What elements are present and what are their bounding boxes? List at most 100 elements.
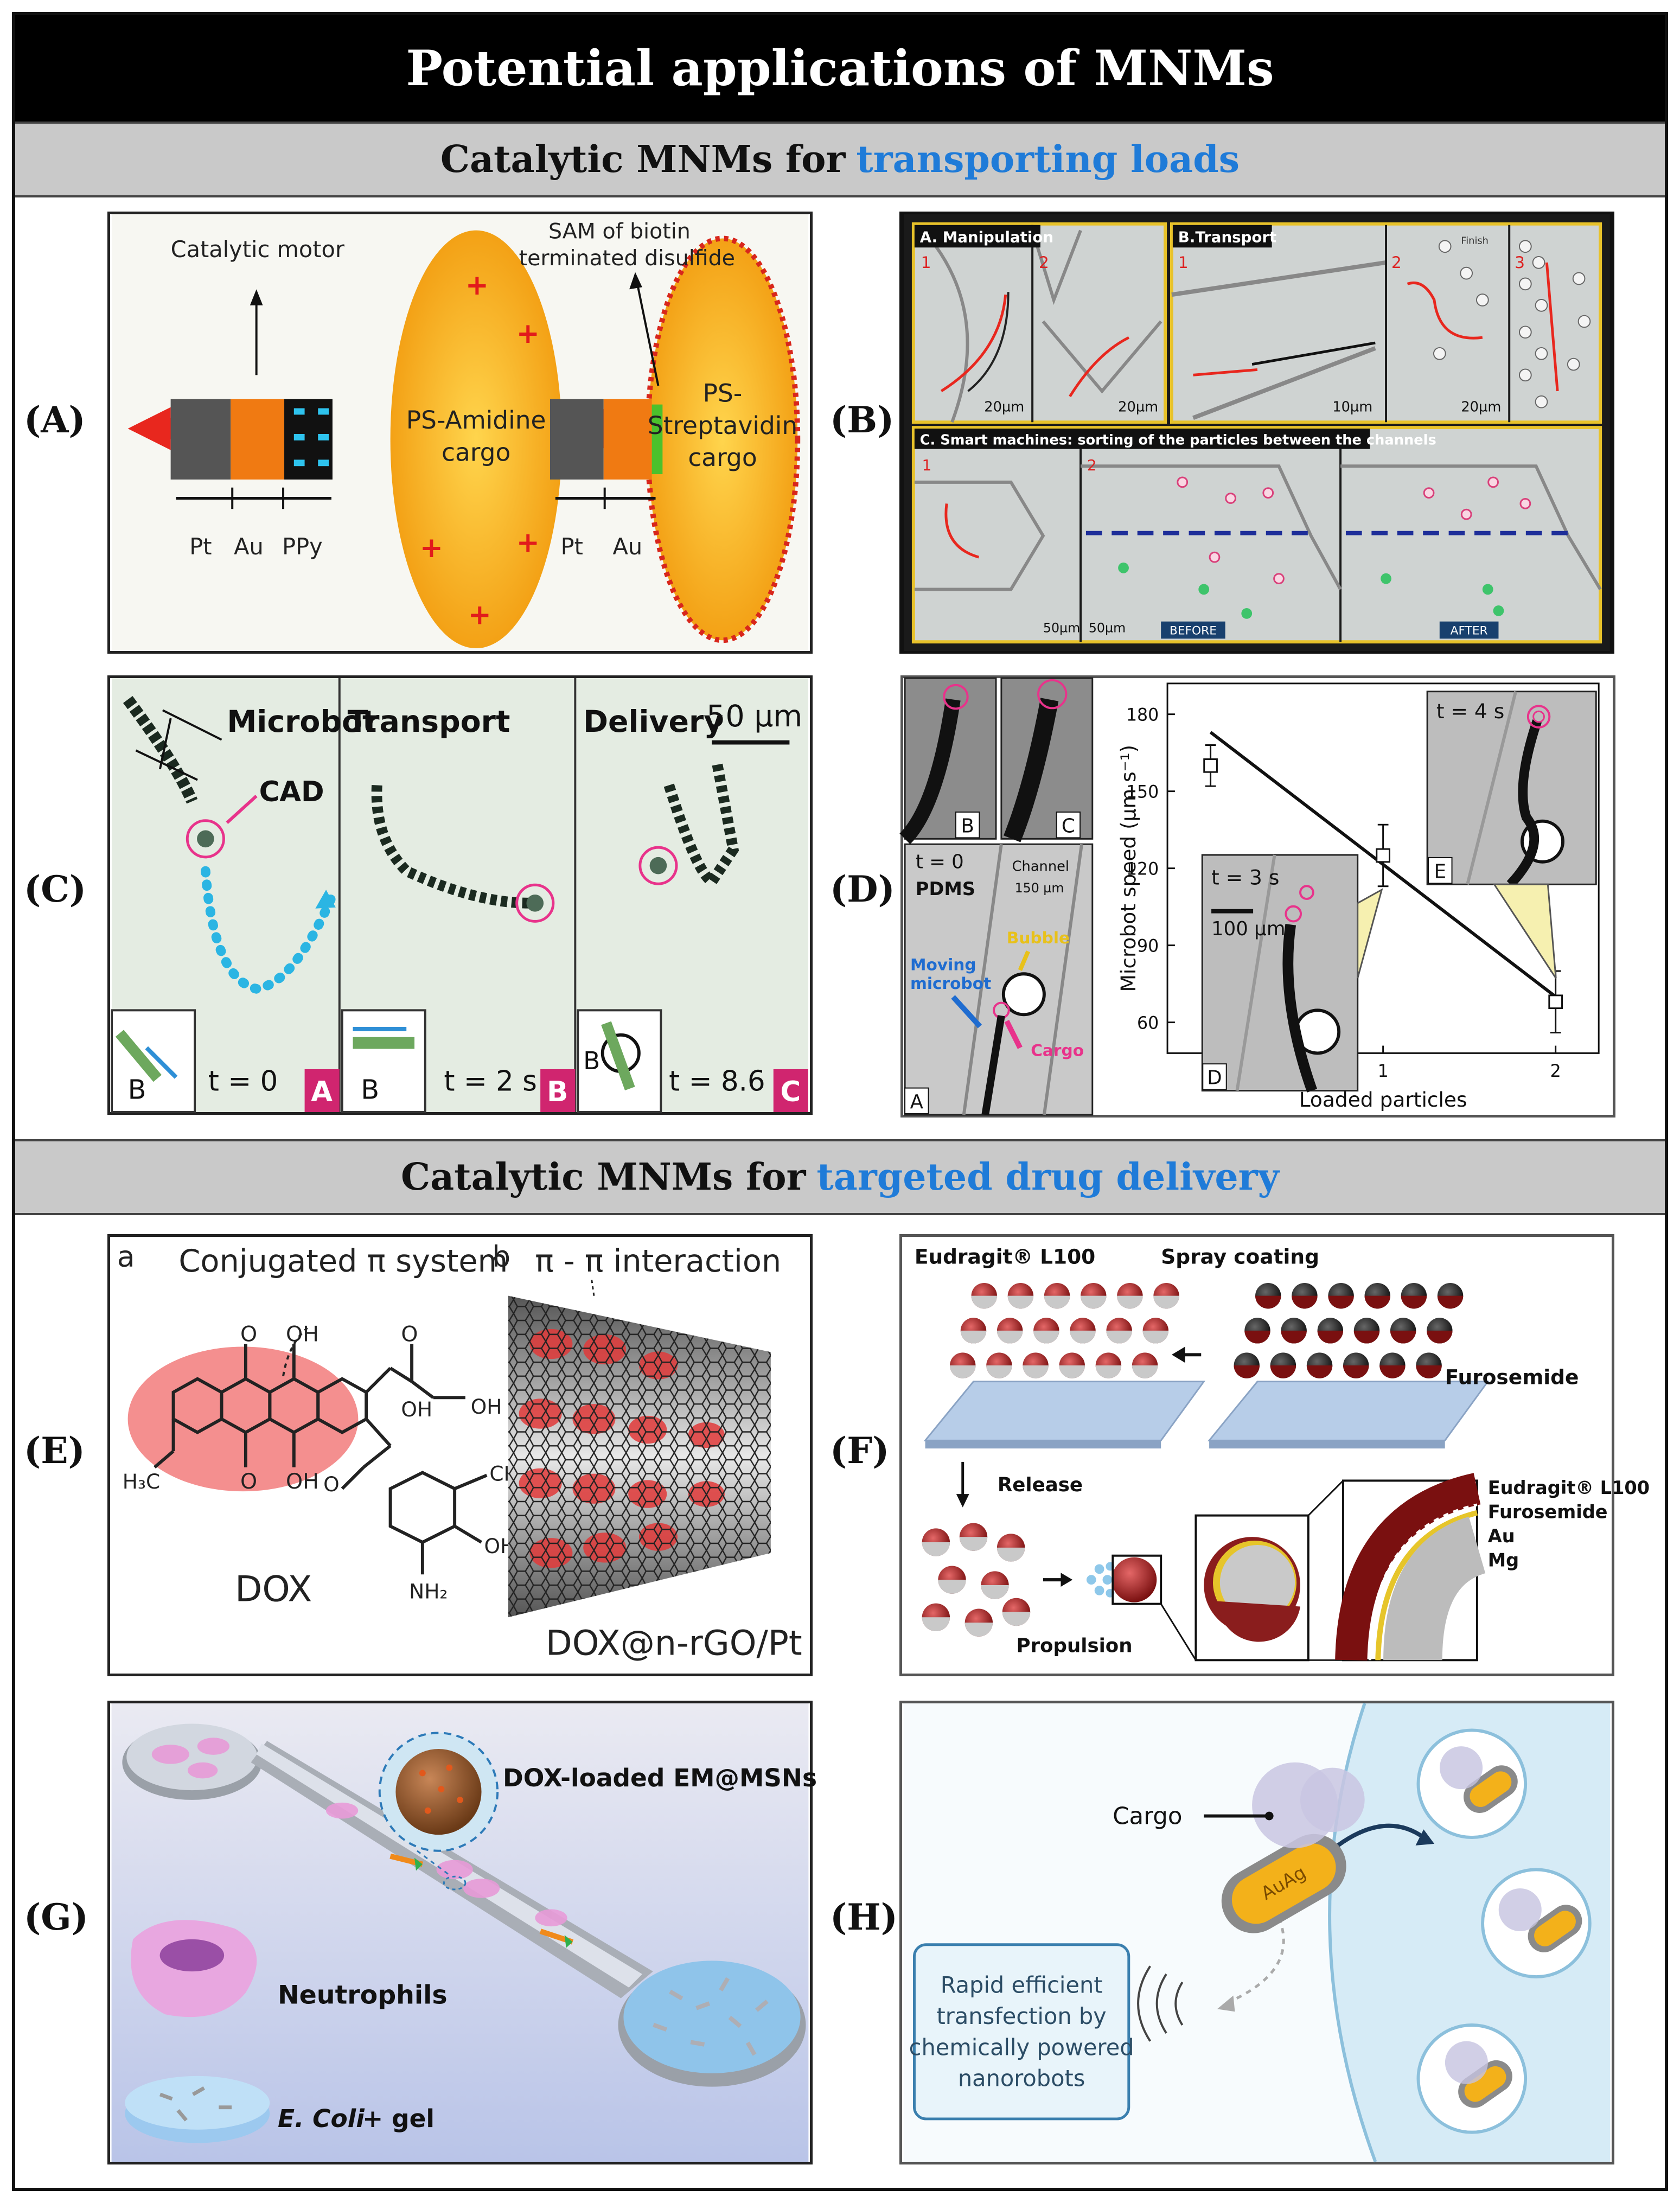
b-finish: Finish xyxy=(1461,235,1489,246)
c-inset-b2: B xyxy=(361,1074,379,1105)
y-tick-label: 90 xyxy=(1137,936,1159,956)
panel-label-h: (H) xyxy=(830,1896,898,1938)
section-header-transport: Catalytic MNMs for transporting loads xyxy=(15,122,1665,197)
e-oh-top: OH xyxy=(286,1322,319,1347)
janus-particle xyxy=(1153,1282,1179,1309)
microbot-label: Microbot xyxy=(227,705,376,739)
d-channel: Channel xyxy=(1012,859,1069,875)
data-point xyxy=(1203,758,1218,773)
svg-text:+: + xyxy=(465,269,489,302)
d-cargo: Cargo xyxy=(1031,1040,1084,1059)
janus-particle xyxy=(1142,1318,1169,1344)
b-num-2b: 2 xyxy=(1391,253,1402,272)
f-release-label: Release xyxy=(998,1474,1083,1496)
cargo1-line1: PS-Amidine xyxy=(406,406,546,435)
drug-coated-particle xyxy=(1292,1282,1318,1309)
pt-label: Pt xyxy=(189,533,212,560)
auag-nanorobot: AuAg xyxy=(1221,1834,1346,1933)
e-o-ketone: O xyxy=(401,1322,418,1347)
d-bubble: Bubble xyxy=(1007,928,1070,947)
h-box-line3: chemically powered xyxy=(909,2034,1134,2060)
dox-rgo-label: DOX@n-rGO/Pt xyxy=(546,1623,802,1663)
b-scale-a1: 20µm xyxy=(984,399,1024,415)
f-layer-eudragit: Eudragit® L100 xyxy=(1488,1477,1650,1498)
panel-h: AuAg Cargo Rapid efficient transfection … xyxy=(899,1701,1614,2164)
au-label: Au xyxy=(234,533,264,560)
janus-particle xyxy=(1023,1352,1049,1378)
d-inset-e: E xyxy=(1434,860,1446,883)
c-time-0: t = 0 xyxy=(208,1065,278,1097)
svg-text:+: + xyxy=(516,526,540,559)
g-gel-label: + gel xyxy=(362,2104,435,2133)
panel-label-a: (A) xyxy=(24,399,86,441)
d-y-axis-label: Microbot speed (µm s⁻¹) xyxy=(1116,745,1140,992)
d-moving: Moving xyxy=(910,955,976,974)
drug-coated-particle xyxy=(1328,1282,1354,1309)
e-o-bottom: O xyxy=(240,1469,257,1494)
e-sub-a: a xyxy=(117,1239,135,1273)
cargo2-line1: PS- xyxy=(703,379,743,408)
transport-label: Transport xyxy=(348,705,510,739)
janus-particle xyxy=(1033,1318,1059,1344)
ps-amidine-cargo xyxy=(390,230,562,649)
c-scale-text: 50 µm xyxy=(706,699,802,734)
b-scale-c2: 50µm xyxy=(1089,620,1126,635)
x-tick-label: 2 xyxy=(1550,1062,1561,1081)
janus-particle xyxy=(922,1528,950,1556)
d-microbot: microbot xyxy=(910,974,991,993)
d-inset-b: B xyxy=(961,815,974,837)
figure-title: Potential applications of MNMs xyxy=(406,40,1274,97)
b-scale-a2: 20µm xyxy=(1118,399,1158,415)
b-num-2c: 2 xyxy=(1087,456,1097,474)
c-time-2: t = 2 s xyxy=(444,1065,537,1097)
janus-particle xyxy=(1095,1352,1122,1378)
f-furosemide-label: Furosemide xyxy=(1445,1365,1579,1389)
section-highlight: transporting loads xyxy=(856,138,1240,181)
panel-label-c: (C) xyxy=(24,868,86,910)
janus-particle xyxy=(938,1566,966,1594)
d-t0: t = 0 xyxy=(916,851,964,873)
panel-c-micrographs: Microbot CAD B t = 0 A Transport B t = 2… xyxy=(111,678,808,1113)
d-x-axis-label: Loaded particles xyxy=(1299,1088,1467,1112)
g-neutrophils-label: Neutrophils xyxy=(278,1980,448,2010)
drug-coated-particle xyxy=(1364,1282,1390,1309)
drug-coated-particle xyxy=(1281,1318,1307,1344)
catalytic-motor-label: Catalytic motor xyxy=(171,236,345,263)
janus-particle xyxy=(959,1523,988,1551)
au-segment xyxy=(231,399,285,480)
b-num-3b: 3 xyxy=(1515,253,1525,272)
e-sub-b: b xyxy=(492,1239,510,1273)
d-inset-c: C xyxy=(1062,815,1075,837)
janus-particle xyxy=(960,1318,987,1344)
c-sub-c: C xyxy=(781,1076,801,1108)
b-num-1: 1 xyxy=(921,253,931,272)
janus-particle xyxy=(1044,1282,1070,1309)
panel-b: A. Manipulation 1 2 20µm 20µm B.Transpor… xyxy=(899,212,1614,654)
b-num-1b: 1 xyxy=(1178,253,1189,272)
b-b-title: B.Transport xyxy=(1178,228,1276,246)
panel-label-e: (E) xyxy=(24,1429,85,1472)
e-o-glyco: O xyxy=(323,1472,340,1496)
ppy-label: PPy xyxy=(282,533,323,560)
pt-label-2: Pt xyxy=(561,533,583,560)
panel-label-f: (F) xyxy=(830,1429,890,1472)
f-eudragit-label: Eudragit® L100 xyxy=(915,1244,1095,1268)
panel-f-diagram: Eudragit® L100 Spray coating Furosemide … xyxy=(904,1237,1650,1674)
panel-e-diagram: a Conjugated π system O OH O OH OH O OH … xyxy=(111,1237,809,1674)
drug-coated-particle xyxy=(1317,1318,1344,1344)
data-point xyxy=(1548,994,1563,1010)
panel-label-g: (G) xyxy=(24,1896,88,1938)
after-tag: AFTER xyxy=(1451,624,1488,637)
b-num-1c: 1 xyxy=(922,456,932,474)
d-scale100: 100 µm xyxy=(1211,918,1285,940)
c-inset-b1: B xyxy=(128,1074,146,1105)
g-ecoli-label: E. Coli xyxy=(278,2104,365,2133)
pi-pi-label: π - π interaction xyxy=(535,1243,781,1279)
janus-particle xyxy=(950,1352,976,1378)
f-released-particles xyxy=(922,1523,1031,1637)
before-tag: BEFORE xyxy=(1170,624,1217,637)
panel-h-illustration: AuAg Cargo Rapid efficient transfection … xyxy=(903,1703,1611,2163)
f-layer-au: Au xyxy=(1488,1525,1515,1547)
b-scale-c1: 50µm xyxy=(1043,620,1080,635)
sam-line1: SAM of biotin xyxy=(548,219,691,244)
